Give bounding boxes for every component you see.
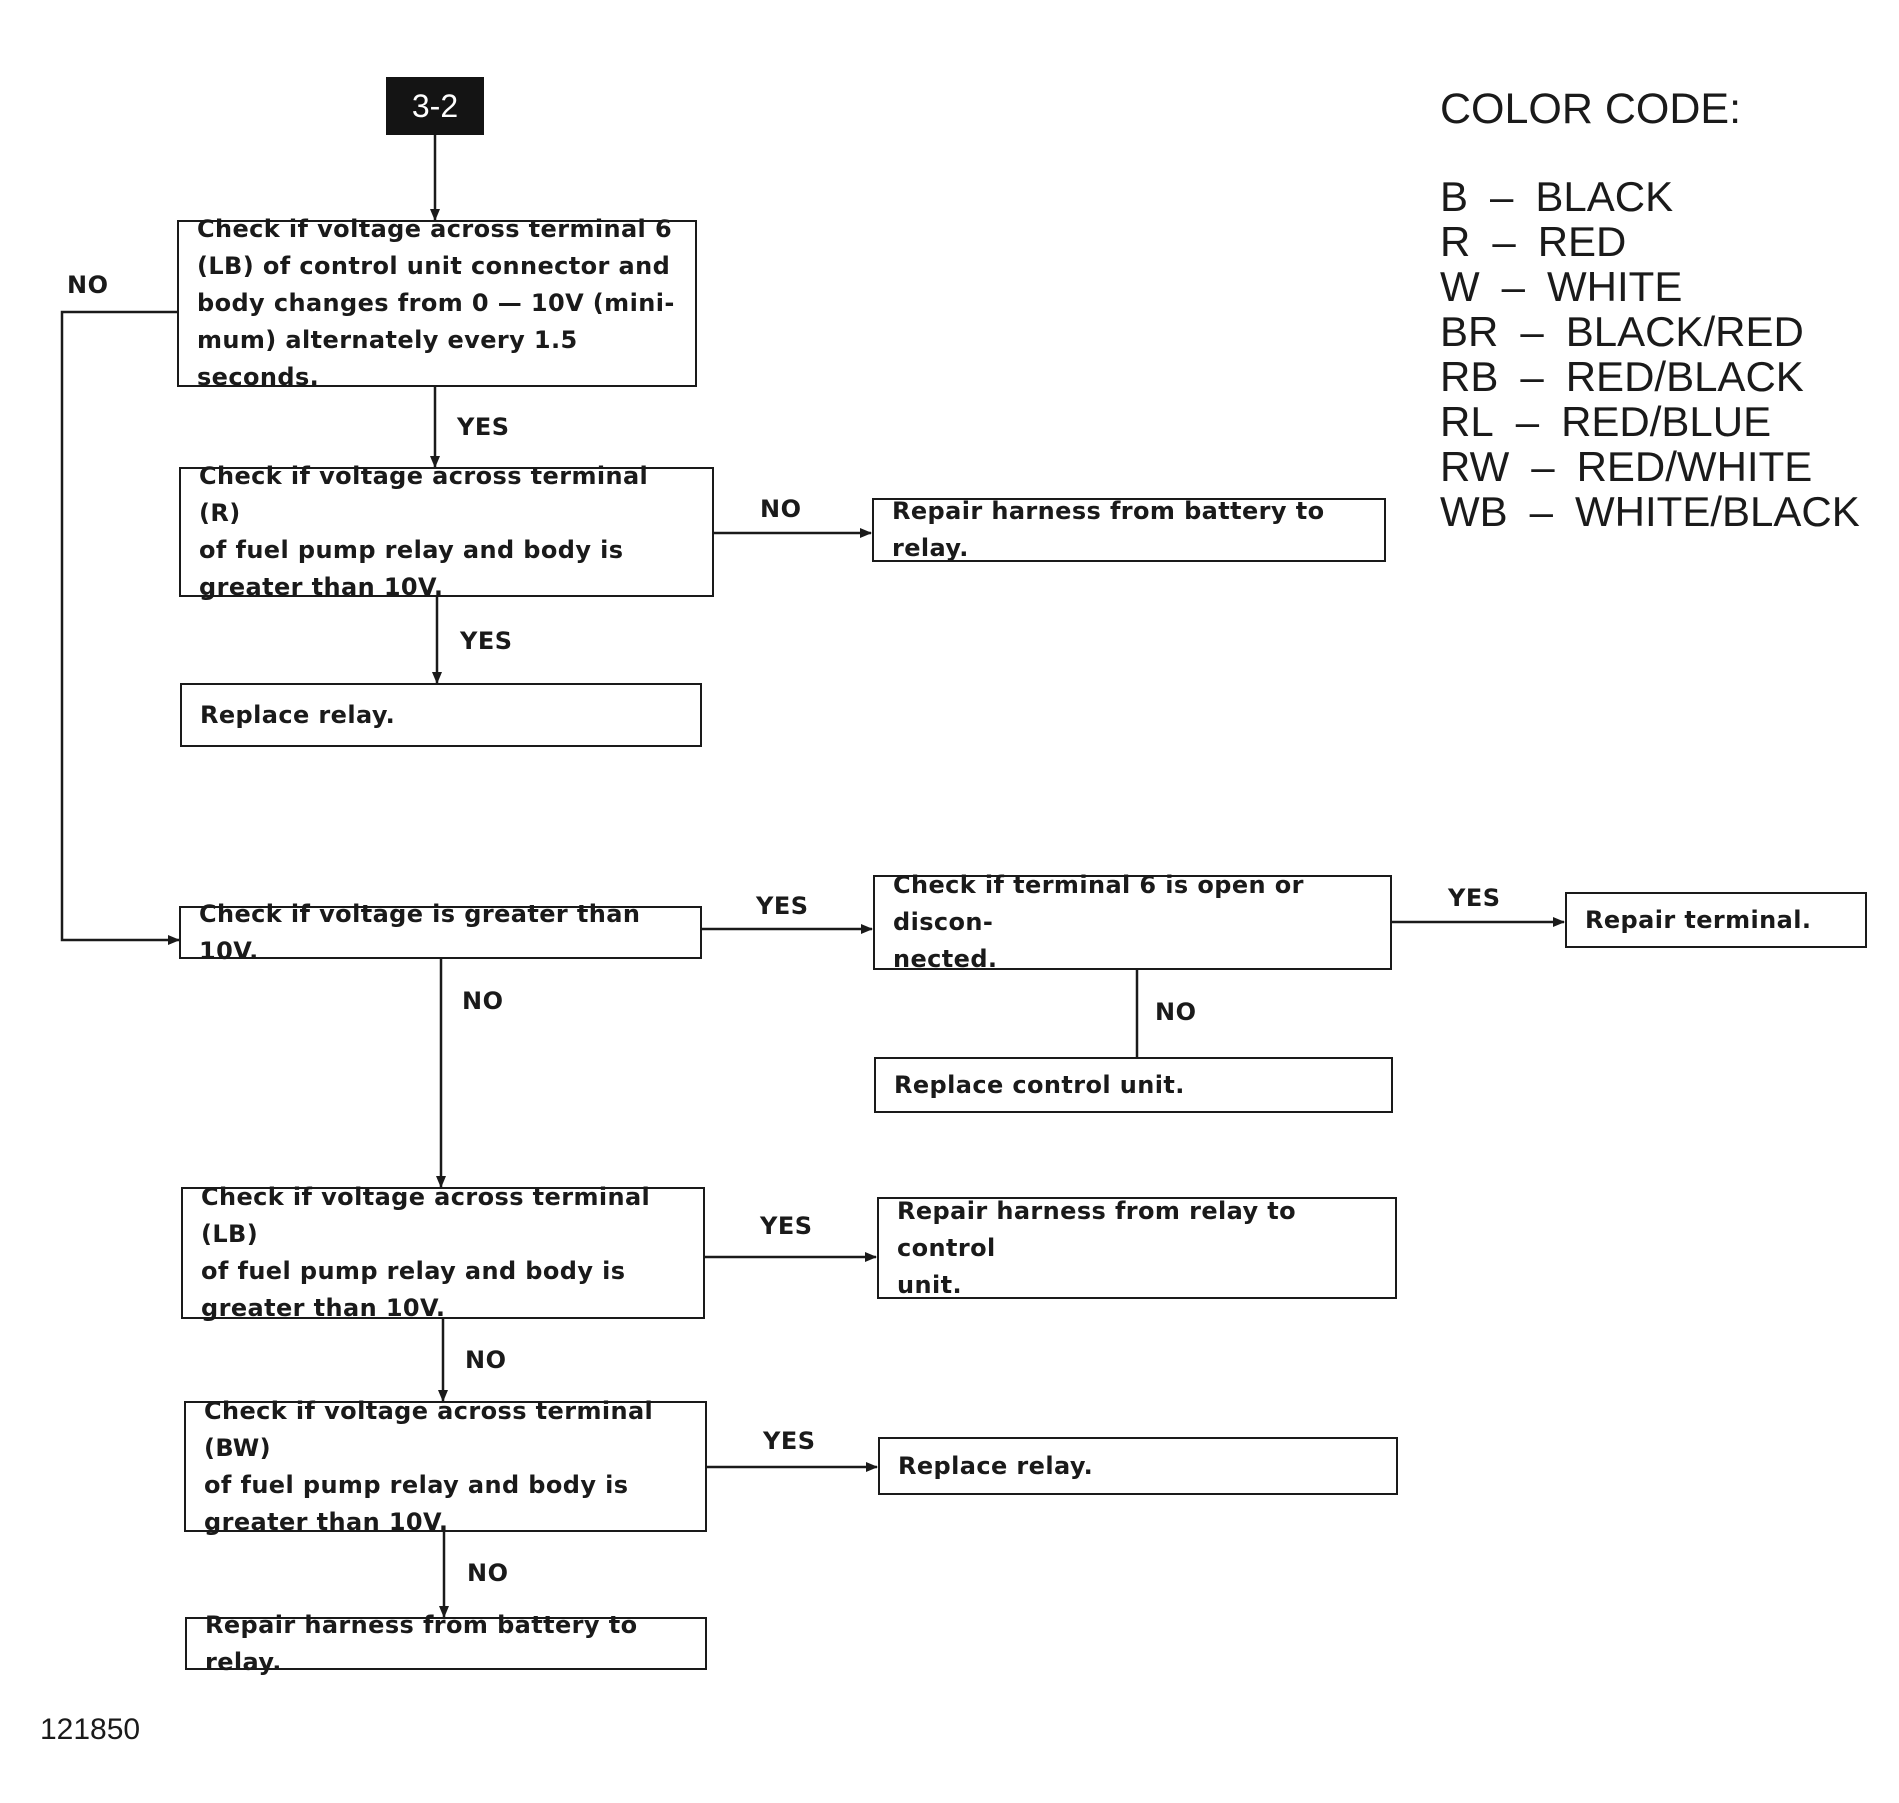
step-line: Check if voltage is greater than 10V. — [199, 899, 641, 965]
legend-code: BR — [1440, 308, 1499, 355]
step-repair-battery-relay-1: Repair harness from battery to relay. — [872, 497, 1386, 562]
step-line: greater than 10V. — [201, 1294, 446, 1322]
legend-code: B — [1440, 173, 1469, 220]
step-line: Replace control unit. — [894, 1070, 1185, 1099]
legend-code: RB — [1440, 353, 1499, 400]
step-check-relay-lb: Check if voltage across terminal (LB) of… — [181, 1183, 705, 1322]
branch-label-yes: YES — [1448, 884, 1501, 912]
branch-label-no: NO — [465, 1346, 507, 1374]
legend-color-name: WHITE/BLACK — [1575, 488, 1860, 535]
legend-separator: – — [1492, 218, 1516, 265]
step-line: Replace relay. — [200, 700, 396, 729]
step-replace-relay-1: Replace relay. — [180, 683, 702, 747]
branch-label-no: NO — [467, 1559, 509, 1587]
legend-color-name: WHITE — [1547, 263, 1683, 310]
figure-number: 121850 — [40, 1713, 141, 1746]
step-check-relay-bw: Check if voltage across terminal (BW) of… — [184, 1397, 707, 1536]
legend-code: W — [1440, 263, 1480, 310]
legend-color-name: BLACK — [1535, 173, 1674, 220]
legend-color-name: RED/WHITE — [1576, 443, 1813, 490]
step-line: Check if terminal 6 is open or discon- — [893, 871, 1304, 936]
step-replace-relay-2: Replace relay. — [878, 1437, 1398, 1495]
legend-color-name: RED — [1537, 218, 1627, 265]
step-line: Check if voltage across terminal (R) — [199, 462, 649, 527]
legend-separator: – — [1529, 488, 1554, 535]
legend-separator: – — [1490, 173, 1514, 220]
legend-code: RL — [1440, 398, 1494, 445]
legend-entry: B – BLACK — [1440, 174, 1860, 219]
branch-label-yes: YES — [460, 627, 513, 655]
branch-label-yes: YES — [763, 1427, 816, 1455]
legend-separator: – — [1501, 263, 1526, 310]
branch-label-no: NO — [760, 495, 802, 523]
legend-title: COLOR CODE: — [1440, 85, 1742, 133]
color-code-legend: COLOR CODE: B – BLACK R – RED W – WHITE … — [1440, 85, 1860, 534]
step-repair-terminal: Repair terminal. — [1565, 892, 1867, 948]
branch-label-yes: YES — [760, 1212, 813, 1240]
legend-separator: – — [1520, 308, 1544, 355]
step-check-terminal-6-open: Check if terminal 6 is open or discon- n… — [873, 871, 1392, 973]
legend-entry: BR – BLACK/RED — [1440, 309, 1860, 354]
legend-separator: – — [1531, 443, 1555, 490]
legend-code: WB — [1440, 488, 1508, 535]
step-line: Replace relay. — [898, 1451, 1094, 1480]
branch-label-no: NO — [462, 987, 504, 1015]
start-marker-3-2: 3-2 — [386, 77, 484, 135]
edge-pulse-no — [60, 310, 180, 945]
step-line: of fuel pump relay and body is — [204, 1470, 629, 1499]
step-check-relay-r: Check if voltage across terminal (R) of … — [179, 462, 714, 601]
step-line: of fuel pump relay and body is — [201, 1257, 626, 1285]
step-line: mum) alternately every 1.5 seconds. — [197, 326, 578, 391]
step-line: Repair harness from relay to control — [897, 1196, 1297, 1262]
branch-label-no: NO — [1155, 998, 1197, 1026]
legend-color-name: BLACK/RED — [1565, 308, 1804, 355]
legend-code: R — [1440, 218, 1471, 265]
step-line: unit. — [897, 1270, 962, 1299]
legend-entry: RB – RED/BLACK — [1440, 354, 1860, 399]
legend-code: RW — [1440, 443, 1510, 490]
step-line: greater than 10V. — [204, 1507, 449, 1536]
step-check-lb-pulse: Check if voltage across terminal 6 (LB) … — [177, 215, 697, 391]
step-replace-control-unit: Replace control unit. — [874, 1057, 1393, 1113]
step-line: Check if voltage across terminal (BW) — [204, 1396, 654, 1462]
legend-separator: – — [1520, 353, 1544, 400]
legend-entry: RW – RED/WHITE — [1440, 444, 1860, 489]
step-line: body changes from 0 — 10V (mini- — [197, 289, 675, 317]
legend-separator: – — [1515, 398, 1540, 445]
legend-entry: WB – WHITE/BLACK — [1440, 489, 1860, 534]
legend-color-name: RED/BLUE — [1561, 398, 1772, 445]
legend-entry: R – RED — [1440, 219, 1860, 264]
step-line: nected. — [893, 945, 998, 973]
legend-entry: RL – RED/BLUE — [1440, 399, 1860, 444]
step-line: Check if voltage across terminal 6 — [197, 215, 673, 243]
step-line: (LB) of control unit connector and — [197, 252, 671, 280]
branch-label-no: NO — [67, 271, 109, 299]
step-repair-battery-relay-2: Repair harness from battery to relay. — [185, 1611, 707, 1676]
step-check-voltage-10v: Check if voltage is greater than 10V. — [179, 900, 702, 965]
step-line: Repair harness from battery to relay. — [892, 497, 1325, 562]
legend-entry: W – WHITE — [1440, 264, 1860, 309]
branch-label-yes: YES — [457, 413, 510, 441]
branch-label-yes: YES — [756, 892, 809, 920]
step-line: Repair terminal. — [1585, 905, 1812, 934]
legend-color-name: RED/BLACK — [1565, 353, 1804, 400]
step-repair-relay-cu: Repair harness from relay to control uni… — [877, 1197, 1397, 1299]
step-line: of fuel pump relay and body is — [199, 536, 624, 564]
step-line: Check if voltage across terminal (LB) — [201, 1183, 651, 1248]
step-line: Repair harness from battery to relay. — [205, 1610, 638, 1676]
step-line: greater than 10V. — [199, 573, 444, 601]
